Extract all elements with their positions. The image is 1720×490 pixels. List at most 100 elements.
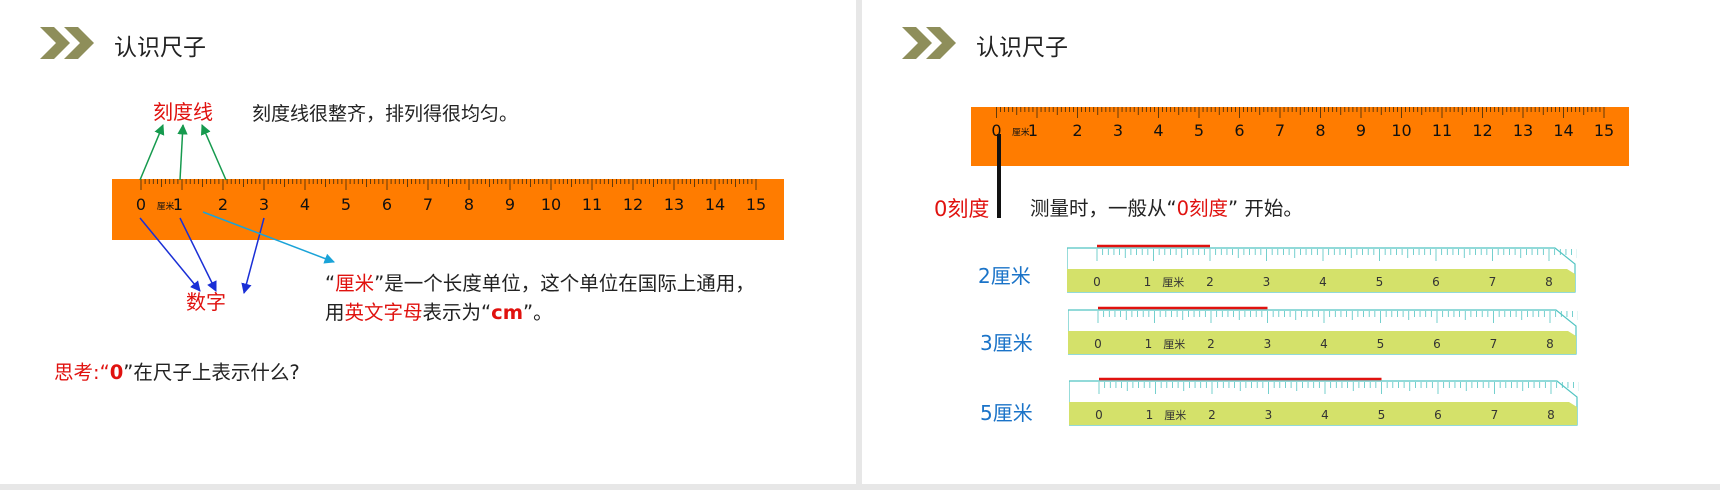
ruler-number: 15 (746, 195, 766, 214)
page-title: 认识尺子 (976, 35, 1068, 61)
text-end: ”。 (523, 301, 553, 324)
ruler-number: 4 (1321, 408, 1329, 422)
ruler-unit-label: 厘米 (1012, 126, 1030, 138)
ruler-number: 4 (1319, 275, 1327, 289)
ruler-number: 4 (1320, 337, 1328, 351)
centimeter-explanation-line2: 用英文字母表示为“cm”。 (325, 296, 553, 325)
measure-instruction: 测量时，一般从“0刻度” 开始。 (1030, 192, 1303, 221)
small-ruler-3cm: 0 1 2 3 4 5 6 7 8 厘米 (1068, 306, 1578, 355)
text-yong: 用 (325, 301, 345, 324)
ruler-number: 2 (1207, 337, 1215, 351)
ruler-number: 2 (1206, 275, 1214, 289)
ruler-number: 9 (505, 195, 515, 214)
text-biaoshi: 表示为“ (422, 301, 492, 324)
ruler-unit-label: 厘米 (1162, 276, 1184, 289)
ruler-number: 6 (1433, 337, 1441, 351)
ruler-number: 6 (1434, 408, 1442, 422)
annotation-arrows (139, 123, 335, 295)
measure-label-5cm: 5厘米 (980, 401, 1033, 425)
ruler-number: 0 (1093, 275, 1101, 289)
ruler-number: 2 (218, 195, 228, 214)
ruler-number: 5 (1378, 408, 1386, 422)
measure-label-3cm: 3厘米 (980, 331, 1033, 355)
zero-mark-label: 0刻度 (934, 197, 990, 221)
tick-line-description: 刻度线很整齐，排列得很均匀。 (252, 103, 519, 125)
ruler-number: 5 (1194, 121, 1204, 140)
ruler-number: 2 (1072, 121, 1082, 140)
ruler-number: 9 (1356, 121, 1366, 140)
ruler-number: 8 (1315, 121, 1325, 140)
ruler-number: 6 (382, 195, 392, 214)
measure-text: 测量时，一般从“ (1030, 197, 1177, 220)
page-title: 认识尺子 (114, 35, 206, 61)
ruler-number: 4 (1153, 121, 1163, 140)
ruler-number: 4 (300, 195, 310, 214)
ruler-number: 1 (1146, 408, 1154, 422)
centimeter-word: 厘米 (335, 272, 375, 295)
quote-open: “ (325, 272, 336, 295)
ruler-number: 14 (1553, 121, 1573, 140)
chevron-arrows-icon (902, 27, 956, 59)
ruler-number: 11 (1432, 121, 1452, 140)
ruler-unit-label: 厘米 (1164, 409, 1186, 422)
ruler-number: 3 (259, 195, 269, 214)
ruler-number: 7 (1275, 121, 1285, 140)
ruler-number: 7 (1489, 275, 1497, 289)
ruler-number: 5 (341, 195, 351, 214)
unit-arrow (202, 211, 335, 264)
ruler-number: 7 (423, 195, 433, 214)
ruler-strip (1068, 331, 1576, 354)
ruler-number: 10 (1391, 121, 1411, 140)
ruler-number: 0 (136, 195, 146, 214)
english-letters-word: 英文字母 (344, 301, 423, 324)
think-text: ”在尺子上表示什么? (123, 361, 300, 384)
ruler-number: 8 (464, 195, 474, 214)
number-arrows (139, 217, 265, 295)
cm-symbol: cm (491, 301, 524, 324)
ruler-number: 1 (1144, 275, 1152, 289)
ruler-number: 15 (1594, 121, 1614, 140)
ruler-body (971, 107, 1629, 166)
tick-arrows (139, 123, 227, 181)
ruler-number: 5 (1377, 337, 1385, 351)
ruler-body (112, 179, 784, 240)
ruler-number: 6 (1234, 121, 1244, 140)
zero-mark-highlight: 0刻度 (1176, 197, 1229, 220)
ruler-number: 5 (1376, 275, 1384, 289)
ruler-number: 0 (991, 121, 1001, 140)
ruler-number: 1 (173, 195, 183, 214)
ruler-unit-label: 厘米 (157, 200, 175, 212)
explanation-text: ”是一个长度单位，这个单位在国际上通用， (374, 272, 755, 295)
ruler-number: 3 (1264, 337, 1272, 351)
centimeter-explanation-line1: “厘米”是一个长度单位，这个单位在国际上通用， (325, 267, 755, 296)
ruler-number: 7 (1490, 337, 1498, 351)
ruler-number: 1 (1145, 337, 1153, 351)
ruler-unit-label: 厘米 (1163, 338, 1185, 351)
ruler-number: 8 (1545, 275, 1553, 289)
measure-label-2cm: 2厘米 (978, 264, 1031, 288)
number-label: 数字 (186, 290, 226, 314)
zero-highlight: 0 (109, 361, 124, 384)
ruler-number: 8 (1546, 337, 1554, 351)
ruler-number: 11 (582, 195, 602, 214)
ruler-number: 6 (1432, 275, 1440, 289)
ruler-number: 14 (705, 195, 725, 214)
ruler-number: 0 (1094, 337, 1102, 351)
think-label: 思考:“ (54, 361, 110, 384)
zero-pointer-line (997, 134, 1001, 218)
ruler-number: 0 (1095, 408, 1103, 422)
ruler-number: 7 (1491, 408, 1499, 422)
ruler-number: 13 (1513, 121, 1533, 140)
ruler-number: 12 (1472, 121, 1492, 140)
ruler-strip (1069, 402, 1577, 425)
ruler-number: 1 (1028, 121, 1038, 140)
ruler-strip (1067, 269, 1575, 292)
ruler-number: 12 (623, 195, 643, 214)
ruler-number: 13 (664, 195, 684, 214)
